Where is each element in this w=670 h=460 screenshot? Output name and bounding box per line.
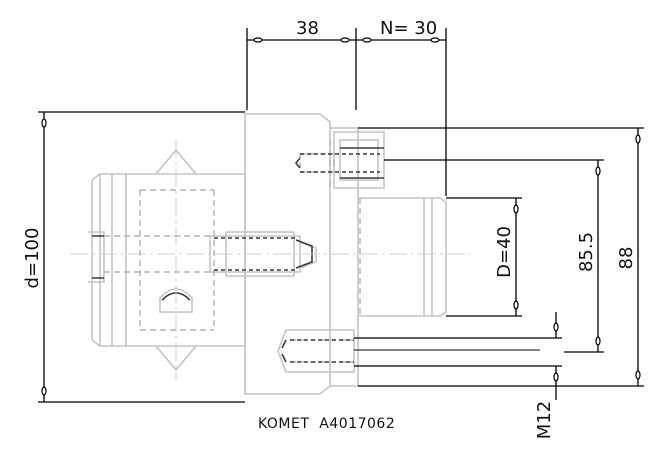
dim-88-label: 88 — [616, 247, 637, 270]
dim-n30-label: N= 30 — [380, 18, 437, 39]
dim-85-5-label: 85.5 — [576, 232, 597, 272]
centerlines — [70, 140, 470, 380]
dim-38-label: 38 — [296, 18, 319, 39]
dim-d100-label: d=100 — [22, 228, 43, 289]
dimension-lines — [38, 28, 644, 403]
dimension-ticks — [41, 37, 641, 396]
drawing-caption: KOMET A4017062 — [258, 416, 395, 432]
thread-marks — [92, 147, 384, 363]
dim-D40-label: D=40 — [494, 226, 515, 278]
dim-m12-label: M12 — [534, 401, 555, 439]
